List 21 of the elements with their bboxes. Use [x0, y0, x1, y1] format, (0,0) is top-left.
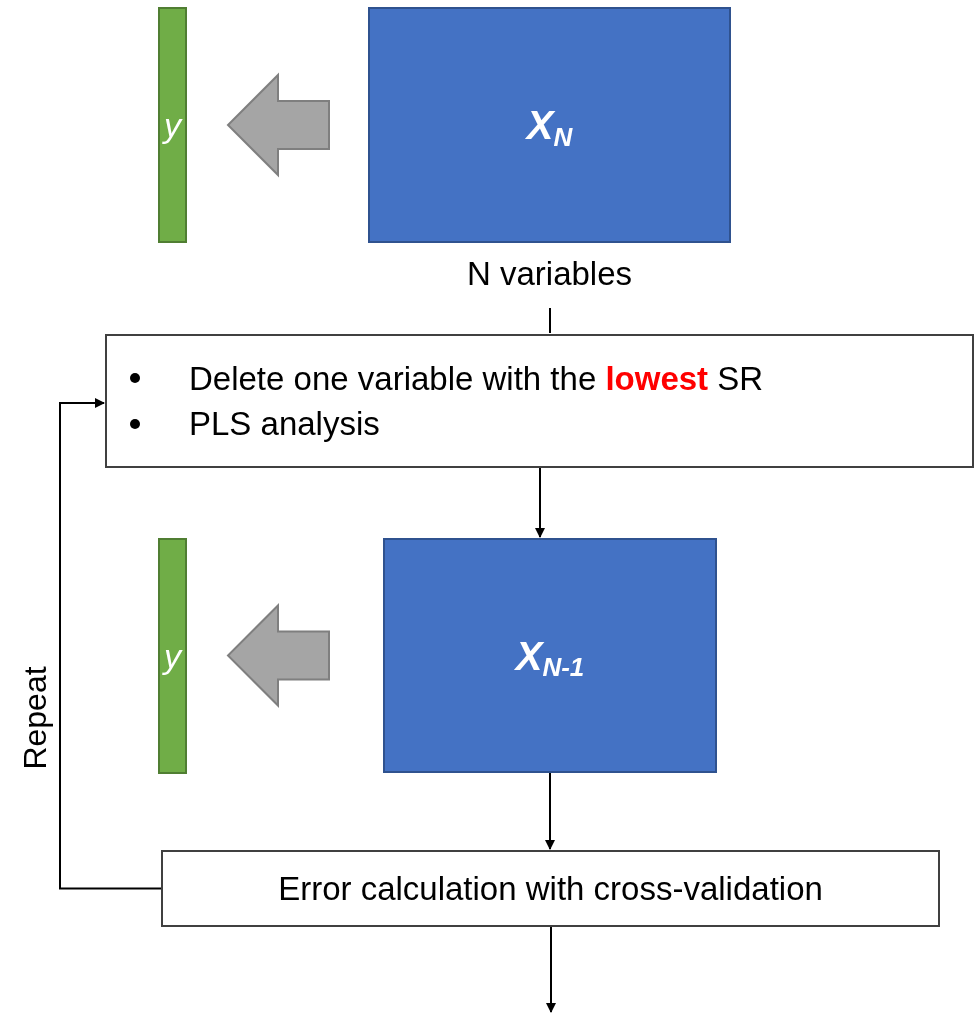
- vector-bar: [158, 7, 187, 243]
- arrow: [535, 467, 545, 538]
- arrow: [546, 926, 556, 1013]
- matrix-label: X$_{N-1}$: [515, 635, 585, 676]
- process-box: [105, 334, 974, 468]
- matrix-block: [383, 538, 717, 773]
- connector-line: [549, 307, 551, 334]
- bullet-item: Delete one variable with the lowest SR: [127, 357, 972, 399]
- matrix-block: [368, 7, 731, 243]
- vector-label: y: [164, 108, 181, 142]
- vector-bar: [158, 538, 187, 774]
- bullet-item: PLS analysis: [127, 403, 972, 445]
- block-arrow: [226, 72, 330, 178]
- arrow: [545, 772, 555, 850]
- matrix-label: X$_{N}$: [526, 105, 573, 145]
- arrow: [59, 398, 162, 890]
- vector-label: y: [164, 639, 181, 673]
- node-caption: N variables: [466, 257, 633, 290]
- block-arrow: [226, 603, 330, 708]
- process-box: [161, 850, 940, 927]
- process-label: Error calculation with cross-validation: [278, 872, 823, 905]
